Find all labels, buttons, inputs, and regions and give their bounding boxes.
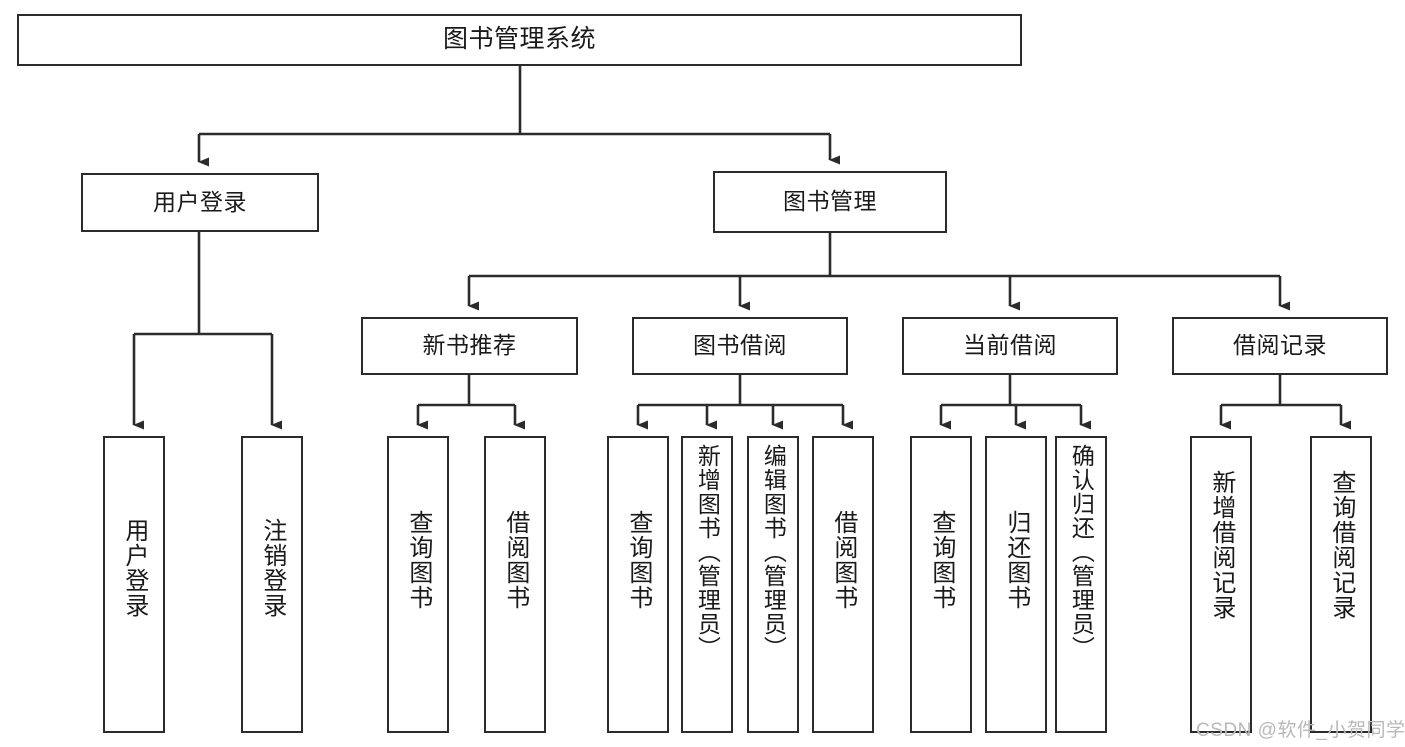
node-leaf-add-book[interactable]: 新增图书（管理员） (681, 436, 733, 733)
node-leaf-confirm-return-label: 确认归还（管理员） (1068, 444, 1095, 660)
node-leaf-query-record-label: 查询借阅记录 (1327, 470, 1355, 620)
node-borrow-record[interactable]: 借阅记录 (1172, 317, 1388, 375)
node-root-system[interactable]: 图书管理系统 (17, 14, 1022, 66)
node-root-label: 图书管理系统 (442, 25, 596, 54)
node-user-login-label: 用户登录 (153, 188, 247, 215)
node-leaf-add-record-label: 新增借阅记录 (1207, 470, 1235, 620)
node-leaf-return-book[interactable]: 归还图书 (985, 436, 1047, 733)
csdn-watermark: CSDN @软件_小贺同学 (1196, 720, 1405, 741)
node-leaf-user-login-label: 用户登录 (120, 518, 148, 618)
node-leaf-user-logout-label: 注销登录 (258, 518, 286, 618)
node-leaf-borrow-book-1-label: 借阅图书 (501, 510, 529, 610)
node-user-login[interactable]: 用户登录 (81, 173, 319, 232)
node-leaf-query-record[interactable]: 查询借阅记录 (1310, 436, 1372, 733)
node-leaf-query-book-2-label: 查询图书 (624, 510, 652, 610)
node-book-borrow-label: 图书借阅 (693, 332, 787, 359)
node-leaf-borrow-book-2-label: 借阅图书 (829, 510, 857, 610)
node-borrow-record-label: 借阅记录 (1233, 332, 1327, 359)
node-leaf-query-book-1[interactable]: 查询图书 (387, 436, 449, 733)
node-book-management[interactable]: 图书管理 (713, 171, 947, 233)
node-leaf-edit-book[interactable]: 编辑图书（管理员） (747, 436, 799, 733)
node-new-book-recommend-label: 新书推荐 (422, 332, 517, 359)
node-leaf-confirm-return[interactable]: 确认归还（管理员） (1055, 436, 1107, 733)
node-leaf-edit-book-label: 编辑图书（管理员） (760, 444, 787, 660)
node-leaf-user-login[interactable]: 用户登录 (103, 436, 165, 733)
node-new-book-recommend[interactable]: 新书推荐 (361, 317, 578, 375)
node-leaf-user-logout[interactable]: 注销登录 (241, 436, 303, 733)
node-leaf-query-book-1-label: 查询图书 (404, 510, 432, 610)
node-leaf-add-record[interactable]: 新增借阅记录 (1190, 436, 1252, 733)
node-leaf-borrow-book-2[interactable]: 借阅图书 (812, 436, 874, 733)
node-current-borrow-label: 当前借阅 (963, 332, 1057, 359)
node-leaf-borrow-book-1[interactable]: 借阅图书 (484, 436, 546, 733)
node-book-management-label: 图书管理 (783, 188, 877, 215)
node-leaf-query-book-3[interactable]: 查询图书 (910, 436, 972, 733)
node-current-borrow[interactable]: 当前借阅 (902, 317, 1118, 375)
node-book-borrow[interactable]: 图书借阅 (632, 317, 848, 375)
node-leaf-query-book-2[interactable]: 查询图书 (607, 436, 669, 733)
node-leaf-add-book-label: 新增图书（管理员） (694, 444, 721, 660)
node-leaf-return-book-label: 归还图书 (1002, 510, 1030, 610)
node-leaf-query-book-3-label: 查询图书 (927, 510, 955, 610)
